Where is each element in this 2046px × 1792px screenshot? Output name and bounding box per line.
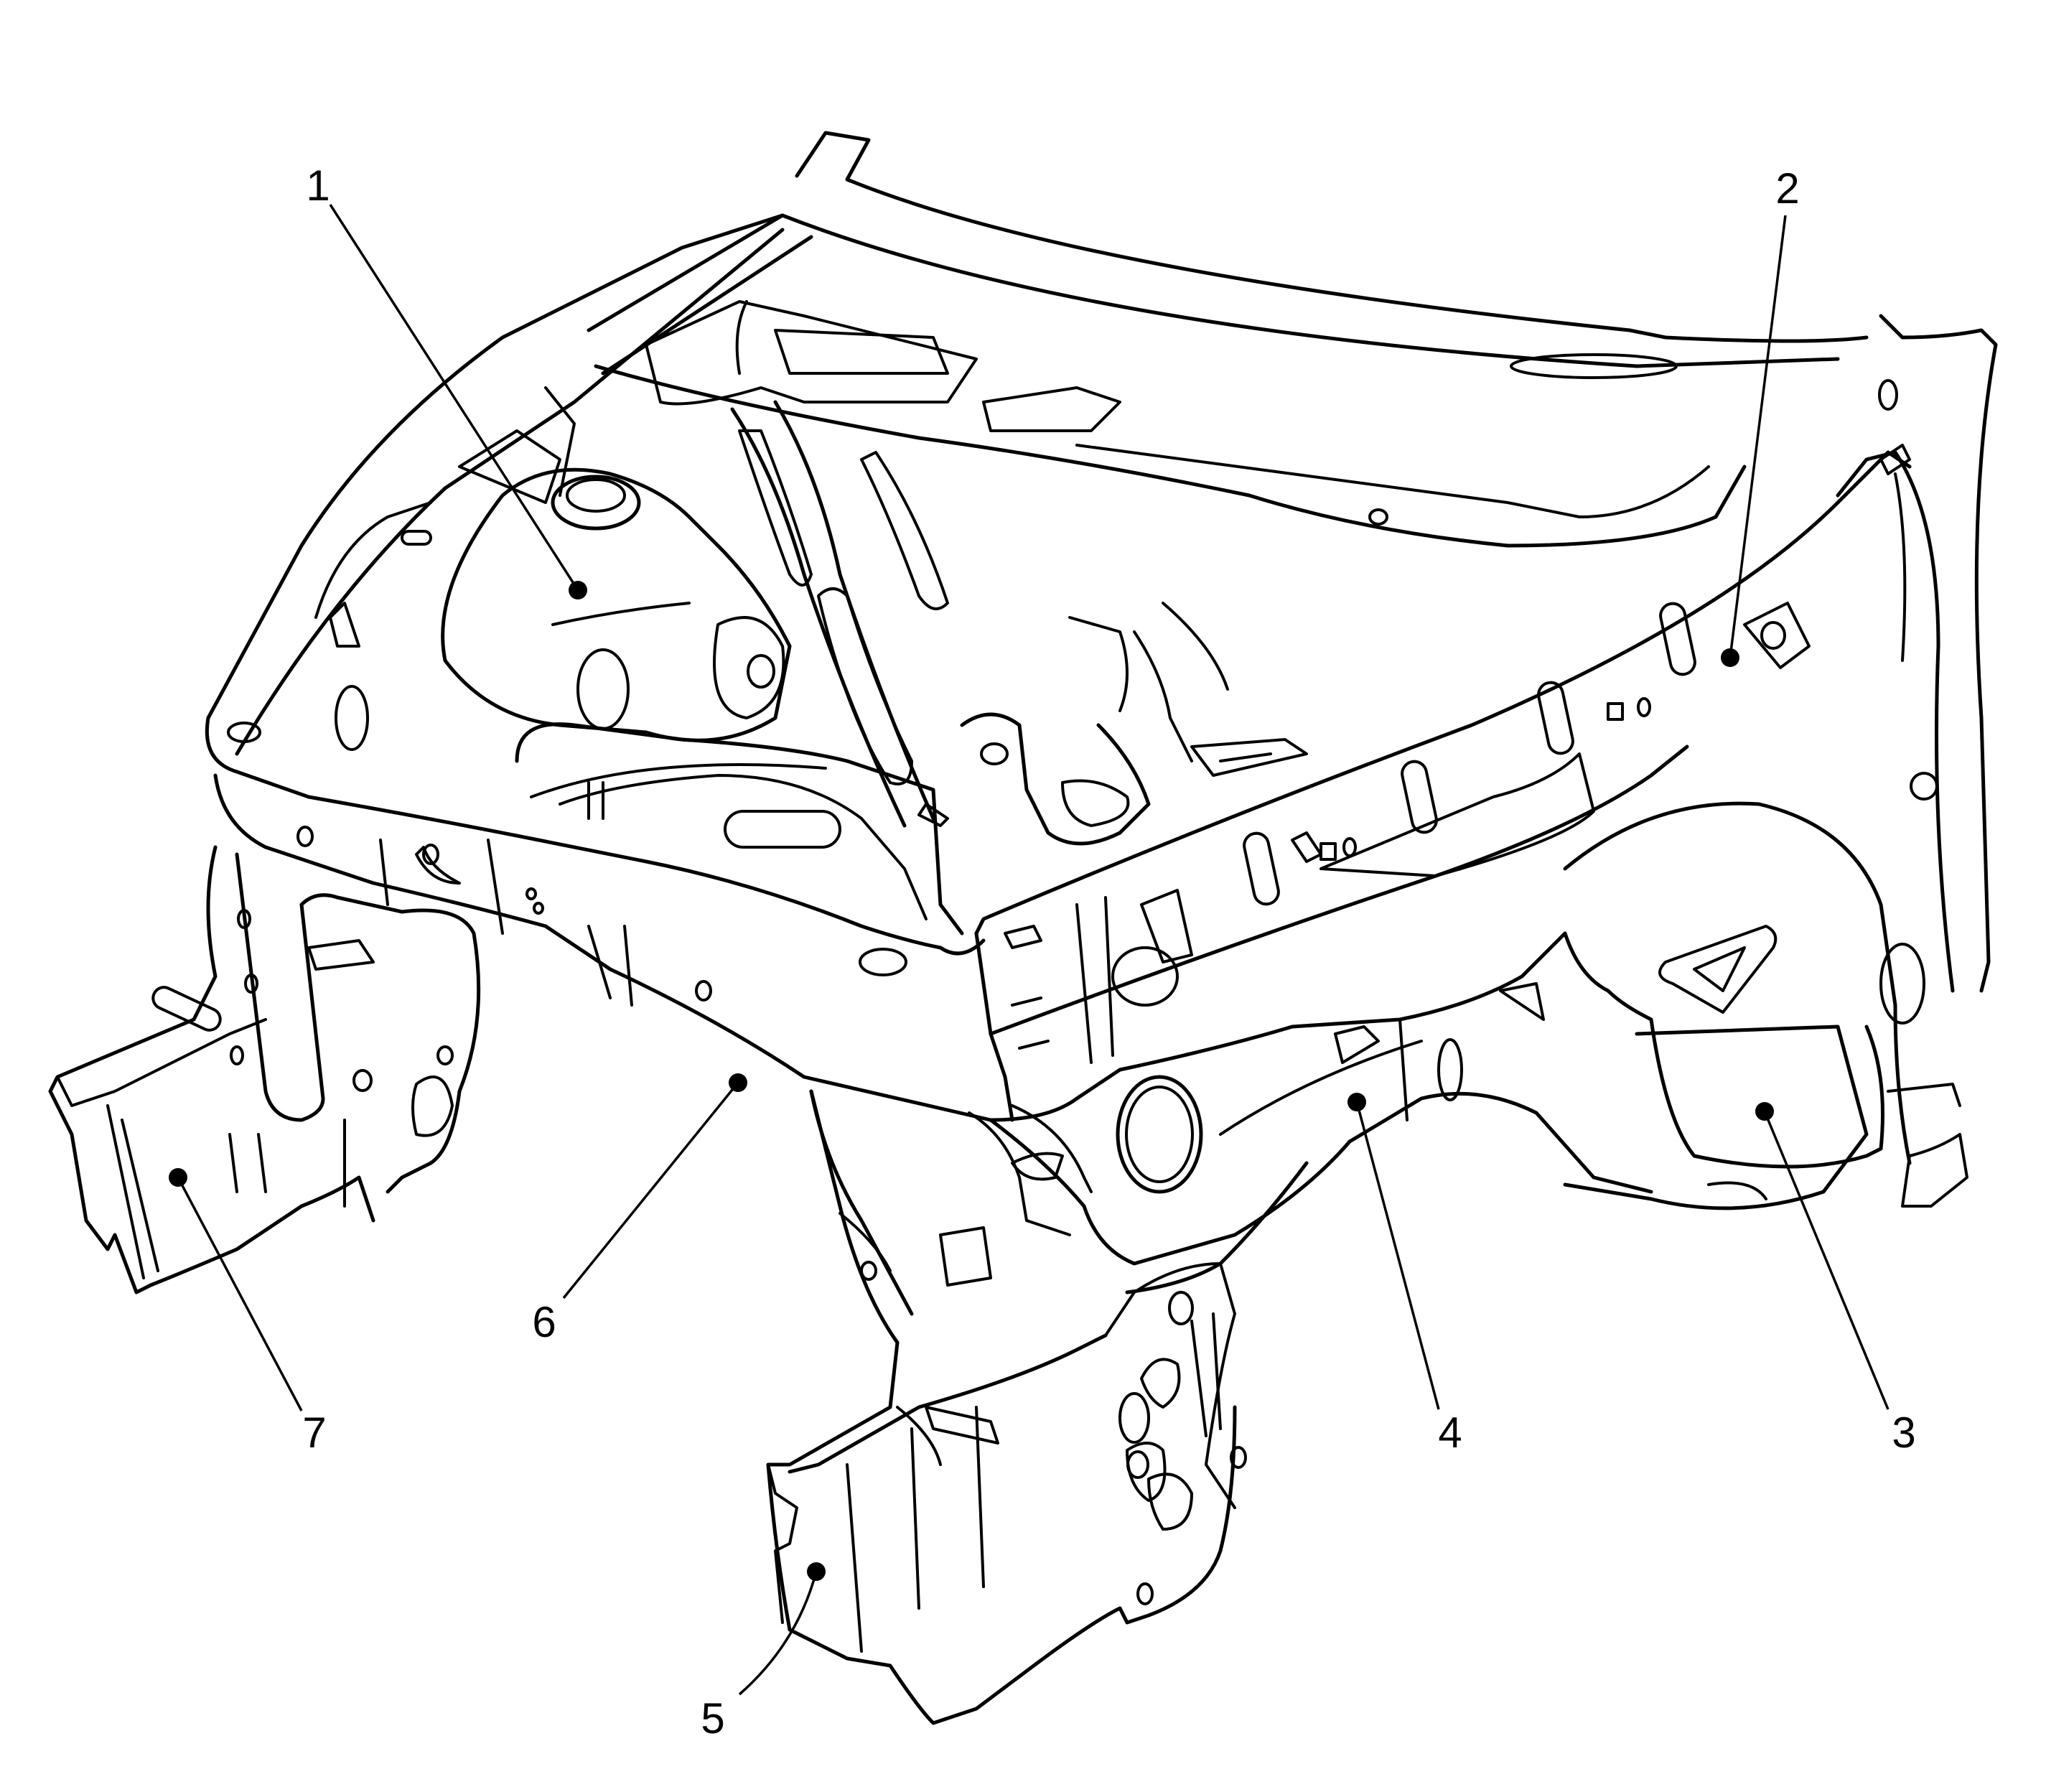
callout-1-dot <box>569 581 587 599</box>
body-structure-outline <box>48 131 1998 1725</box>
callout-7: 7 <box>169 1168 327 1457</box>
callout-5: 5 <box>701 1562 826 1742</box>
callout-4: 4 <box>1347 1093 1462 1457</box>
callout-4-dot <box>1347 1093 1366 1111</box>
callout-3-dot <box>1755 1102 1774 1121</box>
callout-2-label: 2 <box>1775 164 1799 213</box>
callout-2: 2 <box>1721 164 1800 667</box>
callout-3: 3 <box>1755 1102 1916 1457</box>
callout-5-label: 5 <box>701 1694 724 1742</box>
callout-1: 1 <box>306 162 587 599</box>
callout-4-label: 4 <box>1438 1409 1462 1457</box>
callout-7-label: 7 <box>302 1409 326 1457</box>
callout-6-label: 6 <box>532 1298 556 1346</box>
callout-3-label: 3 <box>1892 1409 1915 1457</box>
callout-1-label: 1 <box>306 162 330 210</box>
callout-2-dot <box>1721 648 1739 667</box>
callout-6-dot <box>729 1073 747 1092</box>
callout-7-dot <box>169 1168 187 1187</box>
callout-5-dot <box>807 1562 826 1581</box>
callout-6: 6 <box>532 1073 747 1346</box>
